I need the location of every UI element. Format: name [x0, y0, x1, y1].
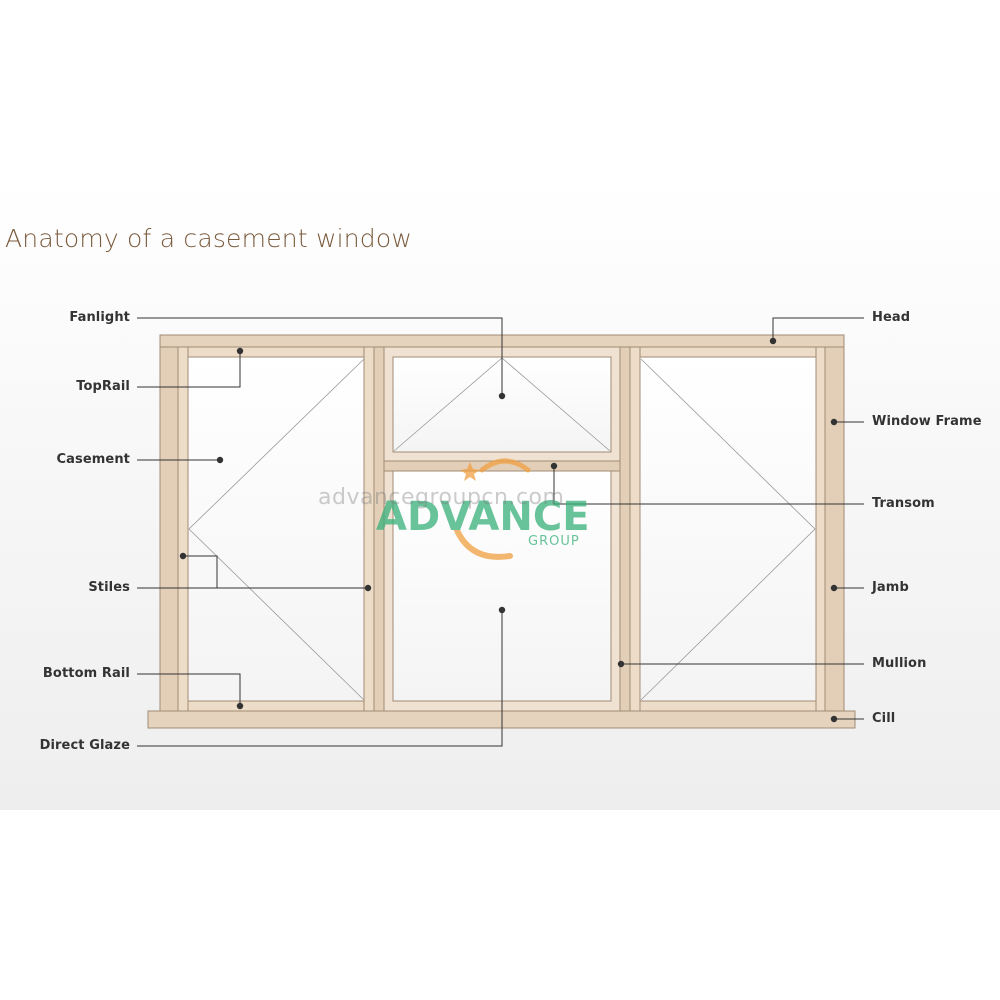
- right-casement-sash: [629, 346, 826, 712]
- watermark-swoosh-top: [479, 458, 531, 473]
- cill-dot: [830, 715, 838, 723]
- window-frame-dot: [830, 418, 838, 426]
- fanlight-sash: [383, 346, 621, 462]
- label-stiles: Stiles: [88, 580, 130, 595]
- fanlight-dot: [498, 392, 506, 400]
- mullion-dot: [617, 660, 625, 668]
- label-head: Head: [872, 310, 911, 325]
- watermark-brand: ADVANCE: [376, 494, 590, 540]
- right-opening-indicator: [640, 358, 816, 701]
- watermark-swoosh-bottom: [453, 525, 513, 560]
- label-bottom-rail: Bottom Rail: [42, 666, 130, 681]
- jamb-dot: [830, 584, 838, 592]
- label-casement: Casement: [56, 452, 130, 467]
- transom-dot: [550, 462, 558, 470]
- label-mullion: Mullion: [872, 656, 927, 671]
- left-casement-sash: [177, 346, 375, 712]
- label-cill: Cill: [872, 711, 896, 726]
- watermark-url: advancegroupcn.com: [318, 485, 565, 510]
- leader-lines: [137, 317, 864, 747]
- mullion: [619, 346, 631, 712]
- diagram-title: Anatomy of a casement window: [5, 224, 413, 253]
- label-transom: Transom: [872, 496, 935, 511]
- label-fanlight: Fanlight: [69, 310, 130, 325]
- watermark-logo: ADVANCE GROUP: [376, 458, 590, 560]
- label-toprail: TopRail: [76, 379, 130, 394]
- stiles-dot-right: [364, 584, 372, 592]
- watermark-star-icon: [460, 462, 480, 481]
- jamb: [824, 346, 845, 712]
- left-jamb: [159, 346, 179, 712]
- bottom-rail-dot: [236, 702, 244, 710]
- label-window-frame: Window Frame: [872, 414, 982, 429]
- leader-dots: [179, 337, 838, 723]
- direct-glaze-dot: [498, 606, 506, 614]
- label-jamb: Jamb: [872, 580, 909, 595]
- casement-dot: [216, 456, 224, 464]
- stiles-dot-left: [179, 552, 187, 560]
- head-dot: [769, 337, 777, 345]
- watermark-sub: GROUP: [528, 534, 580, 549]
- toprail-dot: [236, 347, 244, 355]
- label-direct-glaze: Direct Glaze: [39, 738, 130, 753]
- left-opening-indicator: [188, 358, 365, 701]
